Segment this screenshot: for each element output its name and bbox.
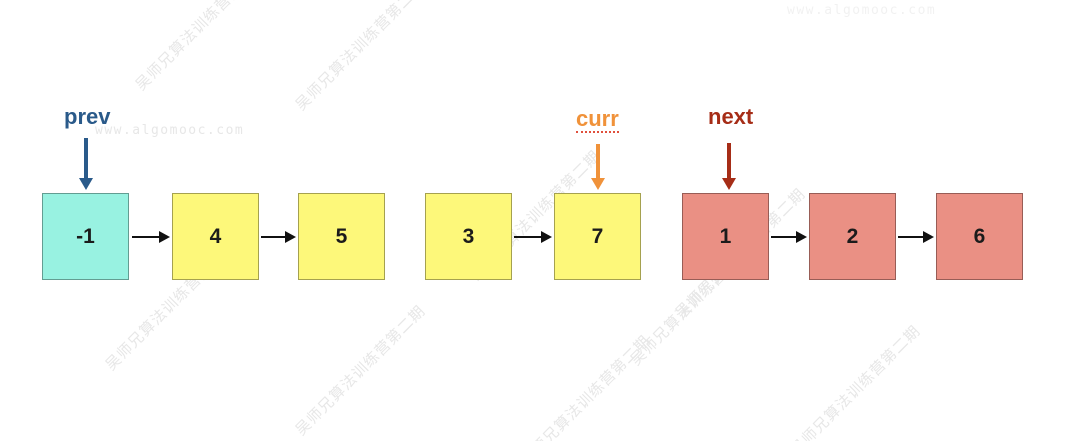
watermark-diagonal: 吴师兄算法训练营第二期 xyxy=(292,0,429,114)
list-node: 5 xyxy=(298,193,385,280)
list-node: 4 xyxy=(172,193,259,280)
node-value: 3 xyxy=(462,224,475,248)
node-value: -1 xyxy=(76,224,95,248)
list-node: 1 xyxy=(682,193,769,280)
node-value: 1 xyxy=(719,224,732,248)
next-pointer-label-text: next xyxy=(708,104,754,129)
curr-pointer-label-text: curr xyxy=(576,106,619,133)
list-node: 6 xyxy=(936,193,1023,280)
watermark-diagonal: 吴师兄算法训练营第二期 xyxy=(517,332,654,441)
node-value: 5 xyxy=(335,224,348,248)
list-node: 3 xyxy=(425,193,512,280)
watermark-url: www.algomooc.com xyxy=(787,3,937,18)
node-value: 4 xyxy=(209,224,222,248)
list-node: 2 xyxy=(809,193,896,280)
prev-pointer-label-text: prev xyxy=(64,104,111,129)
list-node: 7 xyxy=(554,193,641,280)
list-node: -1 xyxy=(42,193,129,280)
watermark-diagonal: 吴师兄算法训练营第二期 xyxy=(292,302,429,439)
node-value: 7 xyxy=(591,224,604,248)
node-value: 6 xyxy=(973,224,986,248)
watermark-diagonal: 吴师兄算法训练营第二期 xyxy=(132,0,269,94)
watermark-url: www.algomooc.com xyxy=(95,123,245,138)
curr-pointer-label: curr xyxy=(576,108,619,133)
node-value: 2 xyxy=(846,224,859,248)
watermark-diagonal: 吴师兄算法训练营第二期 xyxy=(787,322,924,441)
next-pointer-label: next xyxy=(708,106,753,129)
prev-pointer-label: prev xyxy=(64,106,110,129)
